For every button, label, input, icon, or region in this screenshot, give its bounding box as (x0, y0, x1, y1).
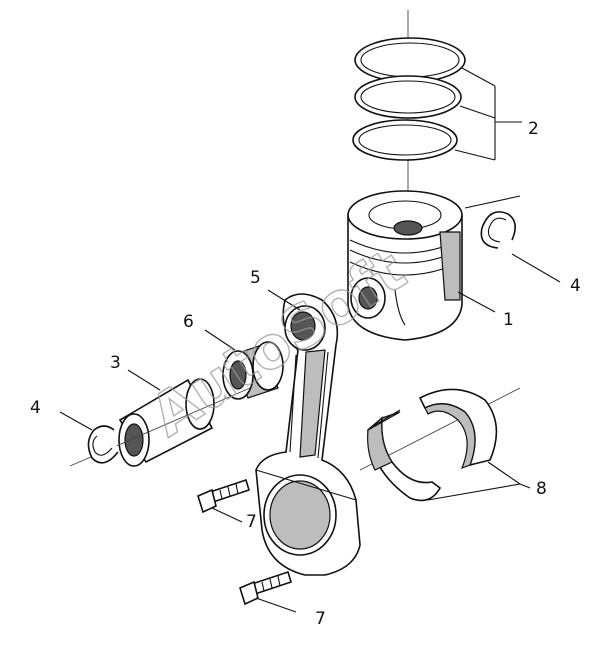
bearing-shell-lower (367, 409, 442, 502)
bearing-shells (359, 387, 531, 502)
rings-leader (454, 67, 522, 161)
callout-bushing: 6 (183, 312, 194, 332)
piston-rings (352, 10, 522, 200)
callout-bolt-upper: 7 (246, 512, 257, 532)
callout-pin: 3 (110, 353, 121, 373)
callout-bolt-lower: 7 (315, 609, 326, 629)
circlip-right-leader (511, 253, 561, 283)
piston-leader (457, 291, 496, 313)
circlip-right (464, 195, 561, 283)
pin-bushing (204, 329, 284, 400)
bolt-lower-leader (255, 597, 297, 613)
bearings-leader (427, 461, 531, 501)
piston (347, 190, 496, 341)
rod-bolt-upper (197, 478, 250, 523)
bolt-upper-leader (211, 507, 243, 523)
callout-circlip-right: 4 (570, 276, 581, 296)
callout-bearings: 8 (536, 479, 547, 499)
callout-circlip-left: 4 (30, 398, 41, 418)
callout-rod: 5 (250, 268, 261, 288)
ring-middle (354, 75, 462, 119)
watermark: AutoSoft (139, 236, 418, 450)
connecting-rod (255, 289, 361, 576)
rod-bolt-lower (239, 570, 297, 613)
circlip-left (59, 411, 119, 464)
rod-leader (267, 289, 301, 311)
callout-rings: 2 (528, 119, 539, 139)
ring-bottom (352, 119, 458, 161)
bushing-leader (204, 329, 236, 351)
circlip-left-leader (59, 411, 93, 431)
bearing-shell-upper (418, 388, 498, 470)
callout-piston: 1 (503, 310, 514, 330)
pin-leader (127, 369, 161, 391)
